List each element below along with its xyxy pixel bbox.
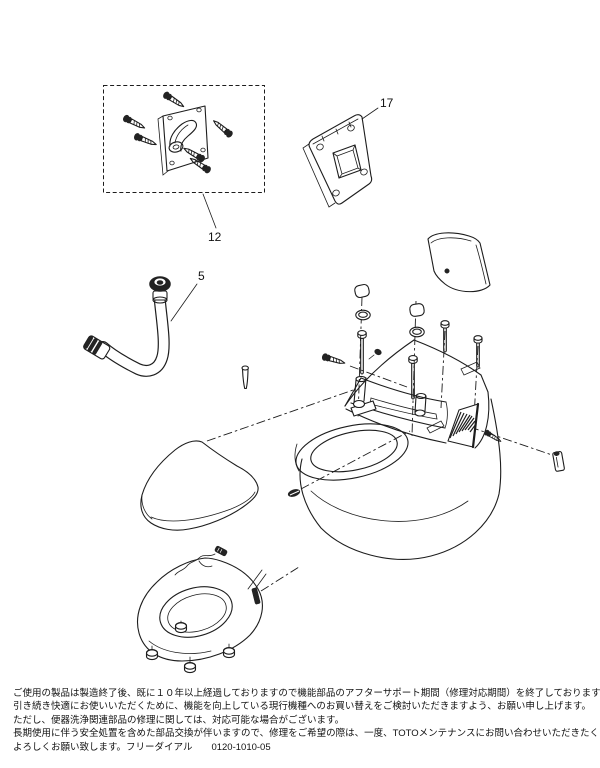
front-screw [287, 489, 301, 497]
leader-line-17 [361, 107, 379, 120]
seat-bumper [222, 647, 236, 659]
toilet-lid [140, 440, 259, 531]
notice-line: 長期使用に伴う安全処置を含めた部品交換が伴いますので、修理をご希望の際は、一度、… [13, 728, 599, 740]
wire-connector [214, 545, 228, 557]
small-screw [368, 348, 382, 360]
plate-lever [168, 119, 198, 153]
bolt-icon [357, 330, 367, 375]
back-cover-panel [427, 232, 491, 293]
part-label-5: 5 [198, 269, 205, 283]
leader-line-5 [170, 283, 198, 322]
leader-line-12 [202, 193, 217, 229]
bowl-rim-inner [310, 429, 398, 473]
seat-bumper [145, 649, 159, 661]
hose-connector [83, 335, 111, 360]
seat-hinge-pin [251, 587, 261, 605]
vent-grille [447, 402, 480, 449]
lid-hinge-axis [206, 388, 357, 442]
seat-wire [174, 553, 216, 576]
o-ring [355, 309, 371, 321]
toilet-body [287, 398, 502, 560]
hinge-slot [369, 397, 438, 420]
screw-icon [320, 352, 347, 368]
seat-bumper [183, 662, 197, 674]
water-supply-hose: 5 [83, 269, 205, 377]
screw-icon [483, 428, 503, 445]
o-ring [409, 326, 425, 338]
hose-nut [149, 276, 171, 304]
dashed-selection-border [103, 85, 265, 193]
panel-screw-icon [444, 268, 450, 274]
fixing-plate-assembly-box: 12 [103, 85, 265, 244]
spacer-pin [241, 365, 249, 390]
base-plate-part: 17 [302, 96, 394, 208]
part-label-17: 17 [380, 96, 394, 110]
fixing-plate [121, 90, 235, 176]
screw-icon [161, 90, 187, 111]
hinge-bracket-right [414, 392, 427, 417]
notice-line: ご使用の製品は製造終了後、既に１０年以上経過しておりますので機能部品のアフターサ… [13, 688, 600, 699]
screw-icon [132, 132, 159, 149]
main-unit [320, 283, 490, 449]
notice-line: ただし、便器洗浄関連部品の修理に関しては、対応可能な場合がございます。 [13, 714, 345, 726]
hinge-bracket-left [350, 375, 377, 417]
notice-line: よろしくお願い致します。フリーダイアル 0120-1010-05 [13, 741, 271, 753]
notice-line: 引き続き快適にお使いいただくために、機能を向上している現行機種へのお買い替えをご… [13, 701, 591, 713]
bowl-rim-outer [295, 423, 409, 481]
bolt-cap [353, 283, 371, 299]
support-notice: ご使用の製品は製造終了後、既に１０年以上経過しておりますので機能部品のアフターサ… [13, 687, 600, 754]
screw-icon [210, 117, 235, 139]
side-clip [552, 451, 565, 472]
part-label-12: 12 [208, 230, 222, 244]
bolt-cap [408, 302, 426, 318]
heated-seat [137, 545, 267, 674]
assembly-axis-lines [206, 296, 556, 592]
seat-bumper [174, 622, 188, 634]
side-clip-axis [469, 426, 556, 457]
screw-icon [121, 113, 147, 132]
